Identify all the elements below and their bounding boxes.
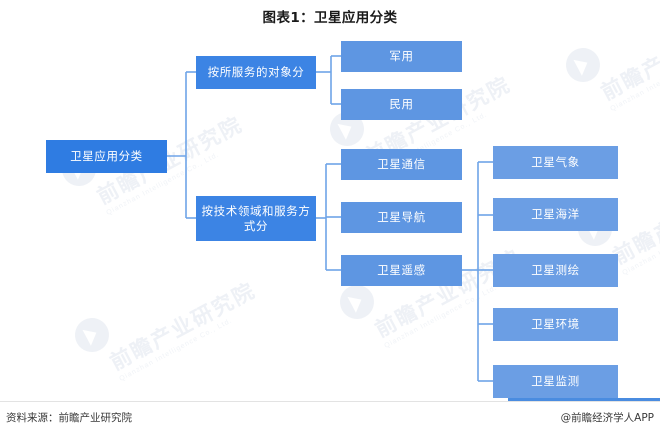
node-label: 卫星气象 <box>531 155 580 169</box>
footer-divider <box>0 401 660 402</box>
app-credit: @前瞻经济学人APP <box>560 412 654 424</box>
title-bar: 图表1：卫星应用分类 <box>0 6 660 27</box>
node-label: 卫星通信 <box>377 157 426 171</box>
node-civil[interactable]: 民用 <box>341 89 462 120</box>
node-by-tech-and-service-mode[interactable]: 按技术领域和服务方式分 <box>196 196 316 241</box>
node-sat-monitoring[interactable]: 卫星监测 <box>493 365 618 398</box>
node-sat-nav[interactable]: 卫星导航 <box>341 202 462 233</box>
footer-accent-bar <box>508 398 660 401</box>
node-label: 卫星环境 <box>531 317 580 331</box>
node-by-service-object[interactable]: 按所服务的对象分 <box>196 56 316 89</box>
node-military[interactable]: 军用 <box>341 41 462 72</box>
node-label: 按技术领域和服务方式分 <box>201 203 311 233</box>
node-label: 卫星监测 <box>531 374 580 388</box>
node-label: 民用 <box>389 97 414 111</box>
node-label: 卫星遥感 <box>377 263 426 277</box>
node-label: 按所服务的对象分 <box>207 65 305 79</box>
node-sat-comm[interactable]: 卫星通信 <box>341 149 462 180</box>
node-sat-environment[interactable]: 卫星环境 <box>493 308 618 341</box>
node-sat-remote-sensing[interactable]: 卫星遥感 <box>341 255 462 286</box>
node-label: 卫星导航 <box>377 210 426 224</box>
node-root[interactable]: 卫星应用分类 <box>46 140 167 173</box>
node-label: 卫星应用分类 <box>70 149 143 163</box>
node-sat-meteorology[interactable]: 卫星气象 <box>493 146 618 179</box>
node-label: 卫星海洋 <box>531 207 580 221</box>
node-sat-ocean[interactable]: 卫星海洋 <box>493 198 618 231</box>
node-label: 卫星测绘 <box>531 263 580 277</box>
page-title: 图表1：卫星应用分类 <box>262 10 398 26</box>
node-label: 军用 <box>389 49 414 63</box>
node-sat-mapping[interactable]: 卫星测绘 <box>493 254 618 287</box>
source-note: 资料来源：前瞻产业研究院 <box>6 412 132 424</box>
